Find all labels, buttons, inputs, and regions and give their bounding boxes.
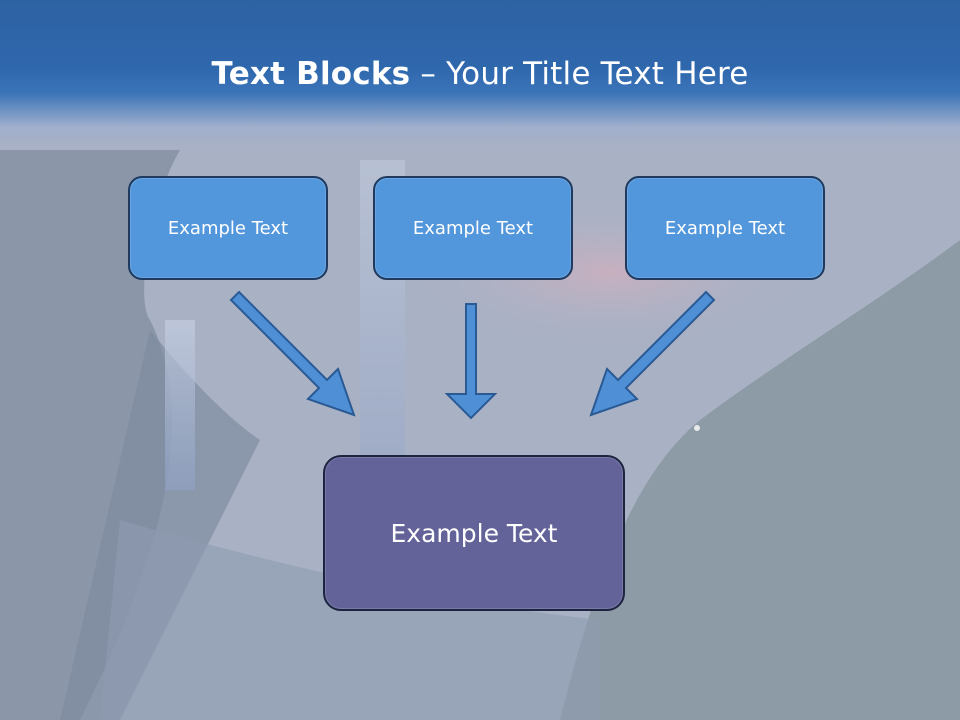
arrow-down-center [444,303,498,420]
arrow-diagonal-left [229,290,356,417]
result-block[interactable]: Example Text [323,455,625,611]
arrow-diagonal-right [589,290,716,417]
title-dash: – [410,56,447,92]
text-block-center[interactable]: Example Text [373,176,573,280]
title-bar [0,0,960,150]
title-bold: Text Blocks [211,56,411,92]
text-block-right[interactable]: Example Text [625,176,825,280]
title-rest: Your Title Text Here [446,56,749,92]
slide-title: Text Blocks – Your Title Text Here [0,56,960,92]
text-block-left[interactable]: Example Text [128,176,328,280]
